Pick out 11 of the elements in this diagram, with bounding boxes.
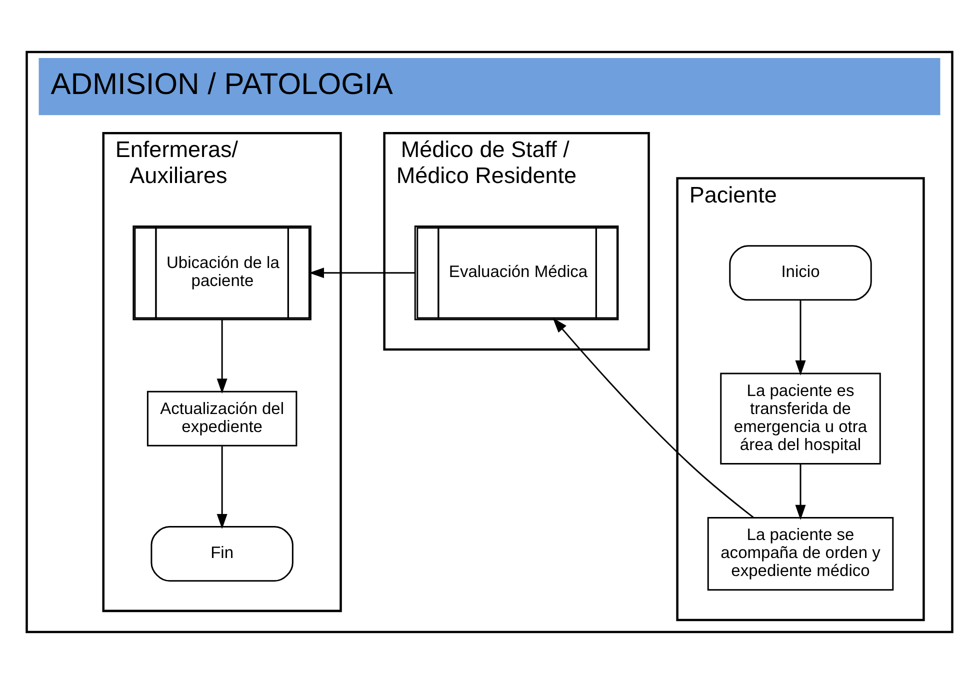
node-box: Fin [150,526,294,582]
node-box: La paciente es transferida de emergencia u otra área del hospital [720,372,881,464]
node-box: Inicio [729,244,872,300]
node-box: La paciente se acompaña de orden y expediente médico [707,516,894,590]
node-box: Actualización del expediente [146,390,298,446]
arrow [552,317,754,518]
arrow [308,267,416,278]
arrow [795,464,806,520]
arrow [795,300,806,375]
arrow [216,446,228,528]
arrow [216,319,228,394]
